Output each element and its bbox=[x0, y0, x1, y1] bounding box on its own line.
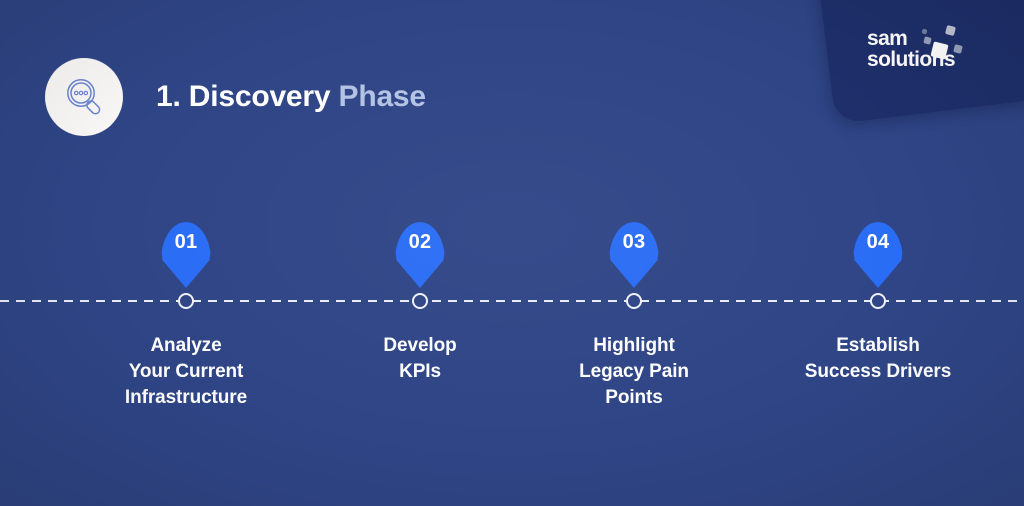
page-title-main: 1. Discovery bbox=[156, 80, 339, 113]
timeline-node-2 bbox=[412, 293, 428, 309]
timeline-dashed-line bbox=[0, 300, 1024, 302]
timeline-node-4 bbox=[870, 293, 886, 309]
slide-header: 1. Discovery Phase bbox=[45, 58, 426, 136]
step-label-3: Highlight Legacy Pain Points bbox=[579, 335, 689, 408]
step-label-2: Develop KPIs bbox=[383, 335, 457, 382]
logo-text: sam solutions bbox=[867, 27, 956, 71]
step-label-1: Analyze Your Current Infrastructure bbox=[124, 335, 248, 408]
map-pin-icon-3: 03 bbox=[609, 222, 659, 288]
sam-solutions-logo: sam solutions bbox=[862, 24, 1012, 84]
map-pin-icon-1: 01 bbox=[161, 222, 211, 288]
timeline-node-1 bbox=[178, 293, 194, 309]
step-number-3: 03 bbox=[622, 231, 646, 253]
step-number-4: 04 bbox=[866, 231, 890, 253]
map-pin-icon-2: 02 bbox=[395, 222, 445, 288]
step-number-2: 02 bbox=[408, 231, 432, 253]
step-number-1: 01 bbox=[174, 231, 198, 253]
page-title: 1. Discovery Phase bbox=[156, 80, 426, 114]
header-icon-badge bbox=[45, 58, 123, 136]
map-pin-icon-4: 04 bbox=[853, 222, 903, 288]
step-label-4: Establish Success Drivers bbox=[804, 335, 952, 382]
timeline-node-3 bbox=[626, 293, 642, 309]
page-title-accent: Phase bbox=[338, 80, 427, 113]
magnifying-glass-icon bbox=[67, 79, 101, 115]
